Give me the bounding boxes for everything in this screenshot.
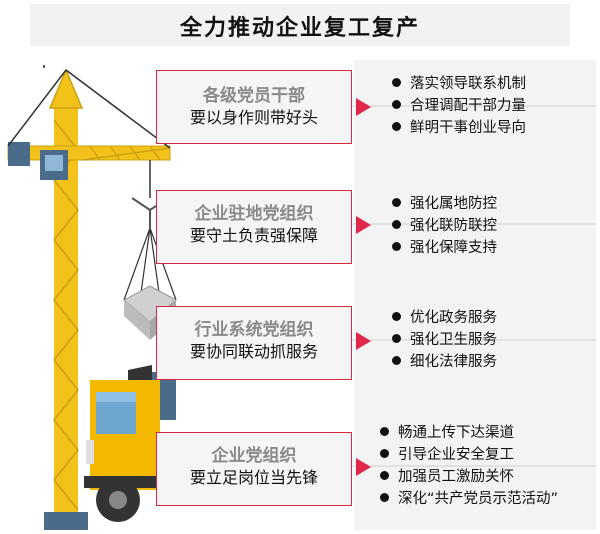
- section-card-enterprise-party: 企业党组织 要立足岗位当先锋: [156, 432, 352, 506]
- bullet-icon: [380, 449, 389, 458]
- arrow-right-icon: [356, 216, 371, 234]
- list-item: 强化卫生服务: [392, 329, 497, 351]
- bullet-list-enterprise-party: 畅通上传下达渠道 引导企业安全复工 加强员工激励关怀 深化“共产党员示范活动”: [380, 422, 558, 510]
- list-item: 深化“共产党员示范活动”: [380, 488, 558, 510]
- list-item: 强化联防联控: [392, 215, 497, 237]
- list-item: 合理调配干部力量: [392, 95, 526, 117]
- list-item: 鲜明干事创业导向: [392, 117, 526, 139]
- section-heading: 企业党组织: [211, 446, 297, 466]
- bullet-icon: [392, 198, 401, 207]
- bullet-icon: [392, 220, 401, 229]
- list-item: 优化政务服务: [392, 307, 497, 329]
- bullet-icon: [380, 493, 389, 502]
- bullet-icon: [392, 356, 401, 365]
- list-item: 畅通上传下达渠道: [380, 422, 558, 444]
- list-item: 落实领导联系机制: [392, 73, 526, 95]
- section-heading: 各级党员干部: [203, 86, 305, 106]
- section-subheading: 要守土负责强保障: [189, 226, 318, 245]
- list-item: 细化法律服务: [392, 351, 497, 373]
- bullet-icon: [392, 78, 401, 87]
- bullet-icon: [380, 427, 389, 436]
- list-item: 强化属地防控: [392, 193, 497, 215]
- section-card-resident-party: 企业驻地党组织 要守土负责强保障: [156, 190, 352, 264]
- list-item: 加强员工激励关怀: [380, 466, 558, 488]
- section-subheading: 要以身作则带好头: [189, 108, 318, 127]
- bullet-panel-background: [354, 60, 596, 530]
- bullet-icon: [392, 242, 401, 251]
- section-heading: 企业驻地党组织: [194, 204, 314, 224]
- bullet-icon: [380, 471, 389, 480]
- list-item: 引导企业安全复工: [380, 444, 558, 466]
- truck-icon: [84, 365, 176, 522]
- list-item: 强化保障支持: [392, 237, 497, 259]
- bullet-list-industry-party: 优化政务服务 强化卫生服务 细化法律服务: [392, 307, 497, 373]
- section-card-industry-party: 行业系统党组织 要协同联动抓服务: [156, 306, 352, 380]
- page-title: 全力推动企业复工复产: [179, 15, 420, 41]
- arrow-right-icon: [356, 98, 371, 116]
- section-heading: 行业系统党组织: [194, 320, 314, 340]
- title-bar: [30, 4, 570, 46]
- section-subheading: 要立足岗位当先锋: [189, 468, 318, 487]
- section-subheading: 要协同联动抓服务: [189, 342, 318, 361]
- bullet-icon: [392, 334, 401, 343]
- bullet-icon: [392, 100, 401, 109]
- arrow-right-icon: [356, 458, 371, 476]
- section-card-cadres: 各级党员干部 要以身作则带好头: [156, 70, 352, 144]
- bullet-icon: [392, 312, 401, 321]
- bullet-list-resident-party: 强化属地防控 强化联防联控 强化保障支持: [392, 193, 497, 259]
- arrow-right-icon: [356, 332, 371, 350]
- bullet-icon: [392, 122, 401, 131]
- bullet-list-cadres: 落实领导联系机制 合理调配干部力量 鲜明干事创业导向: [392, 73, 526, 139]
